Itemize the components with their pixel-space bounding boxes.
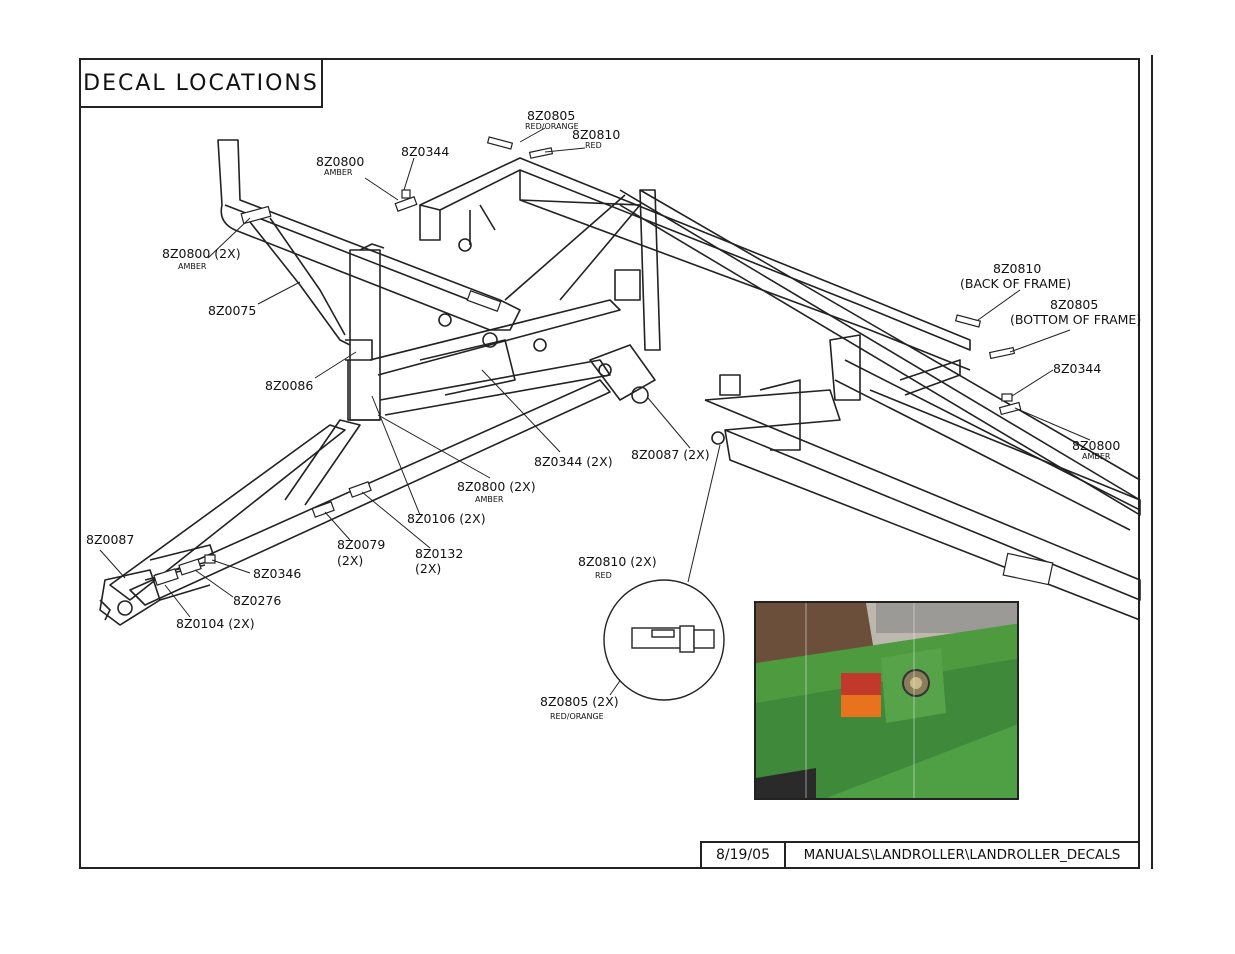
- decal-8z0810-top: [528, 147, 554, 159]
- sublabel-8z0800-top: AMBER: [324, 168, 353, 177]
- decal-8z0810-back: [954, 314, 982, 328]
- decal-8z0800-right: [998, 401, 1022, 416]
- footer-date: 8/19/05: [700, 841, 786, 869]
- decal-8z0344-top: [401, 189, 411, 199]
- label-back-of-frame: (BACK OF FRAME): [960, 276, 1071, 291]
- label-8z0079: 8Z0079: [337, 537, 385, 552]
- label-8z0087-hitch: 8Z0087: [86, 532, 134, 547]
- right-frame-main: [704, 399, 1141, 621]
- label-8z0079-qty: (2X): [337, 553, 363, 568]
- sublabel-8z0800-2x-center: AMBER: [475, 495, 504, 504]
- decal-markers: [153, 136, 1054, 586]
- rear-frame-top: [419, 157, 971, 351]
- decal-rear-frame: [1002, 552, 1054, 586]
- label-8z0086: 8Z0086: [265, 378, 313, 393]
- decal-8z0346: [204, 554, 216, 564]
- label-8z0810-2x: 8Z0810 (2X): [578, 554, 657, 569]
- tongue-right-member: [129, 379, 611, 606]
- decal-8z0132: [348, 481, 372, 498]
- tongue-left-member: [109, 424, 346, 601]
- reflector-photo-illustration: [756, 603, 1017, 798]
- page-title: DECAL LOCATIONS: [79, 58, 323, 108]
- reflector-photo: [754, 601, 1019, 800]
- label-8z0800-right: 8Z0800: [1072, 438, 1120, 453]
- label-8z0810-top: 8Z0810: [572, 127, 620, 142]
- decal-arm-mid: [466, 290, 502, 312]
- detail-circle: [603, 579, 725, 701]
- label-8z0075: 8Z0075: [208, 303, 256, 318]
- decal-8z0344-right: [1001, 393, 1013, 402]
- decal-8z0104: [153, 568, 179, 586]
- left-arm-tube: [217, 139, 521, 331]
- label-8z0344-right: 8Z0344: [1053, 361, 1101, 376]
- label-8z0805-bottom: 8Z0805: [1050, 297, 1098, 312]
- sublabel-8z0800-arm: AMBER: [178, 262, 207, 271]
- label-8z0805-2x: 8Z0805 (2X): [540, 694, 619, 709]
- sublabel-8z0810-top: RED: [585, 141, 602, 150]
- label-8z0810-back: 8Z0810: [993, 261, 1041, 276]
- sheet-edge-line: [1151, 55, 1153, 869]
- label-8z0346: 8Z0346: [253, 566, 301, 581]
- decal-8z0800-top: [394, 196, 418, 212]
- label-8z0344-2x: 8Z0344 (2X): [534, 454, 613, 469]
- label-8z0800-2x-center: 8Z0800 (2X): [457, 479, 536, 494]
- footer-file-path: MANUALS\LANDROLLER\LANDROLLER_DECALS: [784, 841, 1140, 869]
- sublabel-8z0800-right: AMBER: [1082, 452, 1111, 461]
- label-8z0132: 8Z0132: [415, 546, 463, 561]
- hitch-block: [99, 569, 161, 626]
- sublabel-8z0805-top: RED/ORANGE: [525, 122, 579, 131]
- label-8z0344-top: 8Z0344: [401, 144, 449, 159]
- label-8z0132-qty: (2X): [415, 561, 441, 576]
- label-8z0087-2x: 8Z0087 (2X): [631, 447, 710, 462]
- drawing-sheet-border: [79, 58, 1140, 869]
- label-8z0800-arm: 8Z0800 (2X): [162, 246, 241, 261]
- decal-8z0805-top: [486, 136, 514, 150]
- decal-8z0079: [311, 501, 335, 518]
- label-8z0805-top: 8Z0805: [527, 108, 575, 123]
- label-8z0106-2x: 8Z0106 (2X): [407, 511, 486, 526]
- sublabel-8z0805-2x: RED/ORANGE: [550, 712, 604, 721]
- label-8z0800-top: 8Z0800: [316, 154, 364, 169]
- left-post: [349, 249, 381, 421]
- decal-8z0276: [178, 558, 202, 576]
- label-bottom-of-frame: (BOTTOM OF FRAME): [1010, 312, 1141, 327]
- sublabel-8z0810-2x: RED: [595, 571, 612, 580]
- label-8z0104-2x: 8Z0104 (2X): [176, 616, 255, 631]
- decal-8z0805-bottom: [988, 346, 1016, 360]
- label-8z0276: 8Z0276: [233, 593, 281, 608]
